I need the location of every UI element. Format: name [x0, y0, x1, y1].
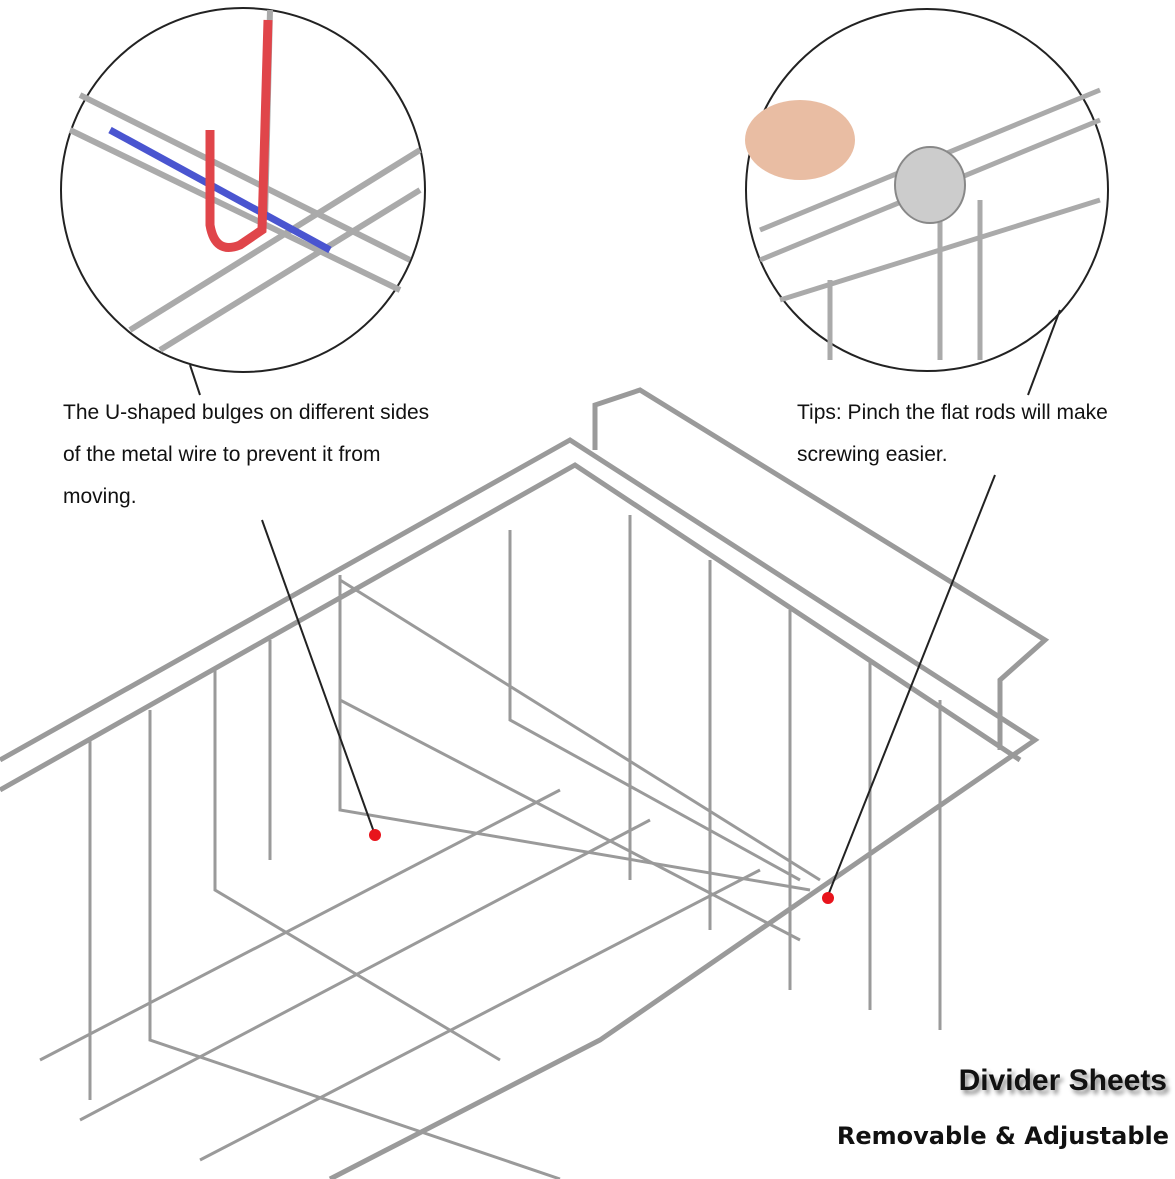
feature-subtitle: Removable & Adjustable — [836, 1122, 1169, 1150]
detail-circle-hook — [60, 7, 426, 396]
callout-pinch-tip: Tips: Pinch the flat rods will make scre… — [797, 401, 1108, 466]
cross-wire — [108, 126, 332, 254]
callout-u-shaped-bulges: The U-shaped bulges on different sides o… — [63, 401, 430, 508]
feature-title: Divider Sheets — [958, 1064, 1167, 1097]
marker-dot-right — [822, 892, 834, 904]
marker-dot-left — [369, 829, 381, 841]
detail-circle-knob — [745, 8, 1109, 396]
basket — [0, 387, 1050, 1179]
knob — [894, 146, 966, 224]
u-hook — [205, 19, 273, 252]
fingers — [745, 100, 855, 180]
